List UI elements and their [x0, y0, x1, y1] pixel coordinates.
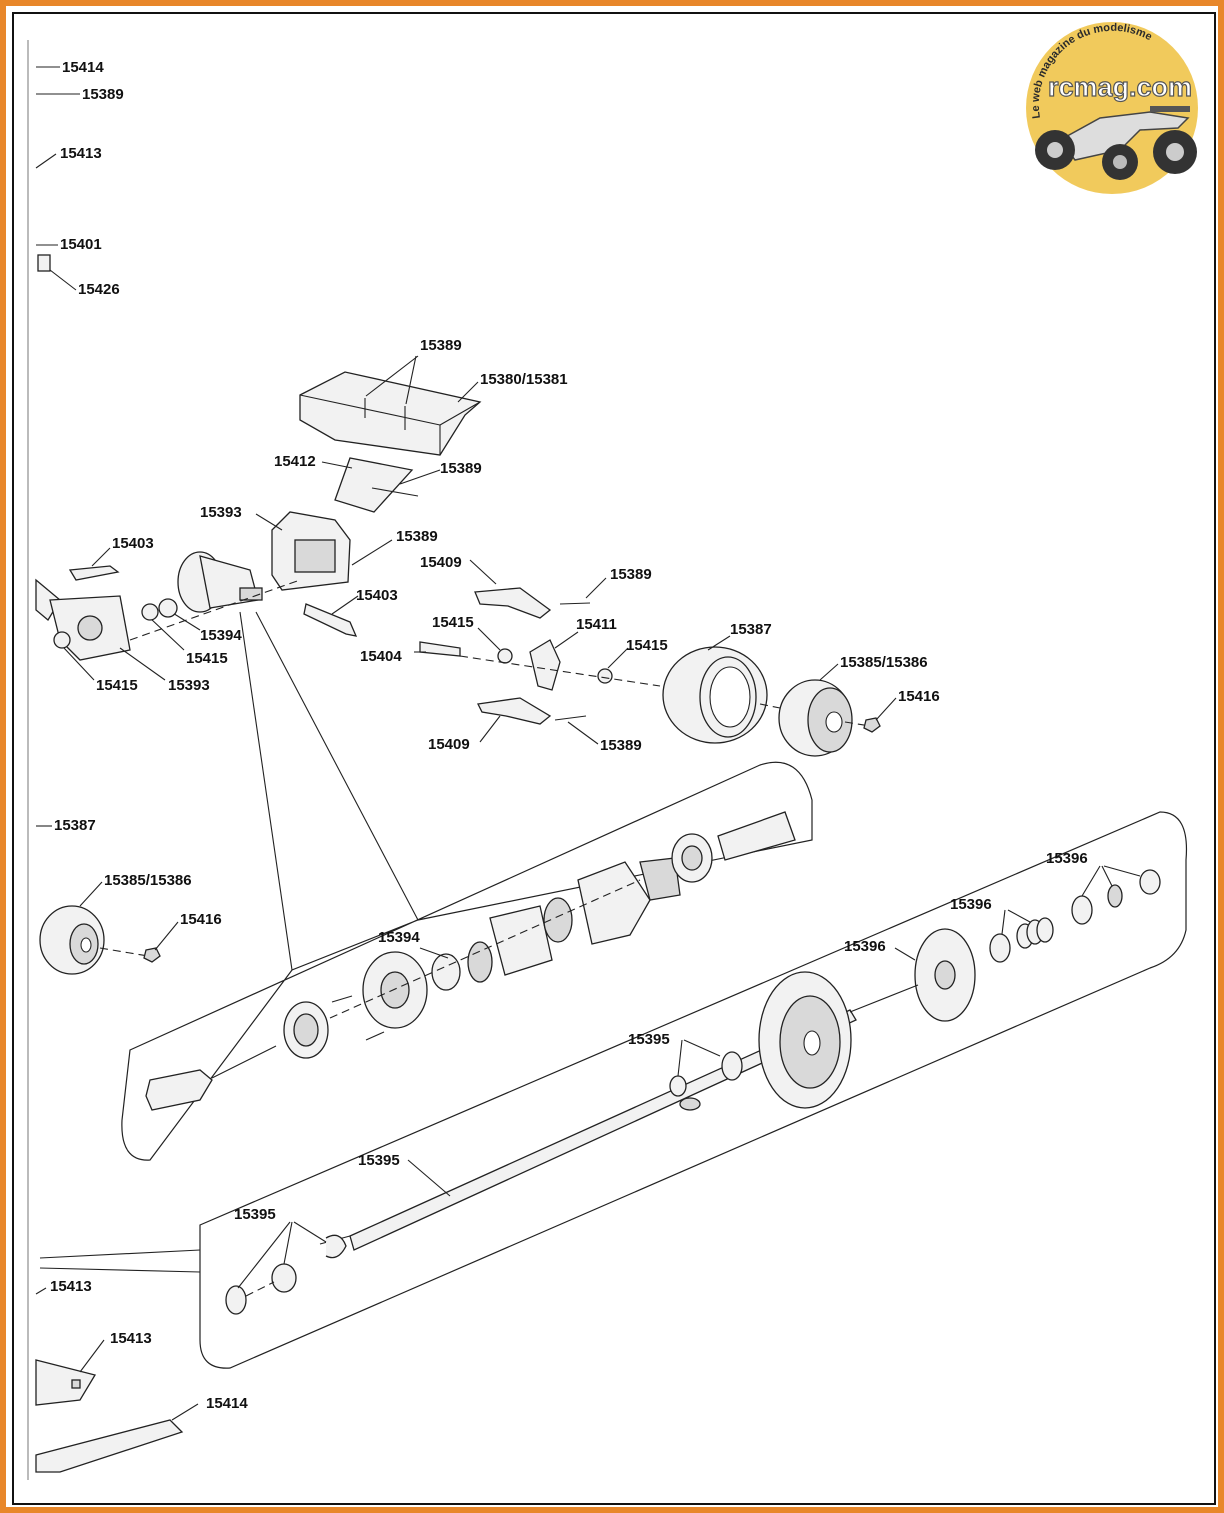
pinion-part [37, 254, 51, 272]
part-labels: 15414 15389 15413 15401 15426 15389 1538… [50, 59, 1088, 1412]
part-label-15413: 15413 [110, 1330, 152, 1347]
left-edge-parts [27, 40, 201, 1480]
part-label-15389: 15389 [440, 460, 482, 477]
part-label-15413: 15413 [60, 145, 102, 162]
part-label-15413: 15413 [50, 1278, 92, 1295]
axle-part [419, 641, 461, 657]
upper-assembly [129, 355, 897, 971]
part-label-15380-15381: 15380/15381 [480, 371, 568, 388]
diff-ring-gear-part [577, 861, 651, 945]
nut-part [863, 717, 881, 733]
diff-detail-callout [121, 761, 813, 1161]
spring-part [1036, 917, 1054, 943]
watermark-site: rcmag.com [1048, 72, 1192, 102]
skid-plate-part [35, 1419, 184, 1473]
dogbone-part-2 [303, 603, 358, 637]
part-label-15415: 15415 [432, 614, 474, 631]
outdrive-part-2 [717, 811, 796, 861]
buggy-icon [1035, 106, 1197, 180]
part-label-15394: 15394 [200, 627, 242, 644]
part-label-15385-15386: 15385/15386 [840, 654, 928, 671]
wing-mount-part [299, 371, 482, 456]
part-label-15396: 15396 [1046, 850, 1088, 867]
part-label-15416: 15416 [180, 911, 222, 928]
lower-arm-part [477, 697, 552, 725]
part-label-15426: 15426 [78, 281, 120, 298]
part-label-15389: 15389 [600, 737, 642, 754]
slipper-detail-callout [39, 811, 1188, 1369]
part-label-15411: 15411 [576, 616, 617, 633]
part-label-15387: 15387 [730, 621, 772, 638]
part-label-15401: 15401 [60, 236, 102, 253]
upper-arm-part [474, 587, 552, 619]
part-label-15389: 15389 [82, 86, 124, 103]
brace-part [334, 457, 414, 513]
part-label-15416: 15416 [898, 688, 940, 705]
washer-part-2 [225, 1285, 247, 1315]
dogbone-part [68, 565, 120, 581]
part-label-15415: 15415 [626, 637, 668, 654]
bumper-part [35, 1359, 97, 1406]
washer-part [989, 933, 1011, 963]
outdrive-part [145, 1069, 213, 1111]
part-label-15393: 15393 [200, 504, 242, 521]
part-label-15395: 15395 [358, 1152, 400, 1169]
part-label-15415: 15415 [186, 650, 228, 667]
part-label-15409: 15409 [428, 736, 470, 753]
part-label-15409: 15409 [420, 554, 462, 571]
part-label-15412: 15412 [274, 453, 316, 470]
part-label-15403: 15403 [112, 535, 154, 552]
part-label-15389: 15389 [610, 566, 652, 583]
part-label-15404: 15404 [360, 648, 402, 665]
part-label-15395: 15395 [234, 1206, 276, 1223]
part-label-15395: 15395 [628, 1031, 670, 1048]
hub-carrier-part [529, 639, 561, 691]
part-label-15396: 15396 [950, 896, 992, 913]
part-label-15396: 15396 [844, 938, 886, 955]
part-label-15414: 15414 [62, 59, 104, 76]
part-label-15415: 15415 [96, 677, 138, 694]
part-label-15403: 15403 [356, 587, 398, 604]
spider-gear-part [543, 897, 573, 943]
diagram-border [12, 12, 1216, 1505]
part-label-15414: 15414 [206, 1395, 248, 1412]
part-label-15385-15386: 15385/15386 [104, 872, 192, 889]
part-label-15394: 15394 [378, 929, 420, 946]
part-label-15389: 15389 [420, 337, 462, 354]
part-label-15393: 15393 [168, 677, 210, 694]
rcmag-watermark: Le web magazine du modelisme rcmag.com [1026, 22, 1198, 194]
part-label-15389: 15389 [396, 528, 438, 545]
part-label-15387: 15387 [54, 817, 96, 834]
